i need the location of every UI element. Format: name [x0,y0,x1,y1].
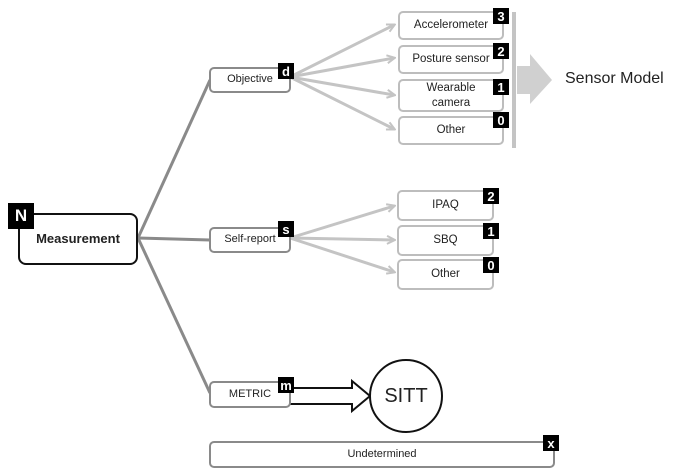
measurement-label: Measurement [36,230,120,246]
arrow-objective-camera [289,75,394,95]
undetermined-label: Undetermined [347,447,417,460]
posture-sensor-node: Posture sensor [398,45,504,74]
wearable-camera-node: Wearable camera [398,79,504,112]
arrow-objective-posture [289,58,394,79]
edge-root-objective [136,79,212,239]
objective-label: Objective [227,73,273,86]
metric-tag: m [278,377,294,393]
sensor-model-label: Sensor Model [565,70,664,87]
self-report-node: Self-report [209,227,291,253]
undetermined-tag: x [543,435,559,451]
edge-root-metric [136,237,212,394]
sbq-node: SBQ [397,225,494,256]
measurement-node: Measurement [18,213,138,265]
sitt-label: SITT [384,384,428,407]
arrow-objective-accelerometer [289,25,394,79]
objective-other-label: Other [436,124,466,137]
objective-node: Objective [209,67,291,93]
self-report-other-score: 0 [483,257,499,273]
accelerometer-node: Accelerometer [398,11,504,40]
accelerometer-score: 3 [493,8,509,24]
self-report-tag: s [278,221,294,237]
undetermined-node: Undetermined [209,441,555,468]
objective-tag: d [278,63,294,79]
sensor-model-arrow [517,54,552,104]
posture-sensor-label: Posture sensor [412,53,490,66]
posture-sensor-score: 2 [493,43,509,59]
measurement-tag: N [8,203,34,229]
ipaq-score: 2 [483,188,499,204]
sbq-label: SBQ [433,234,458,247]
self-report-other-label: Other [431,268,460,281]
metric-node: METRIC [209,381,291,408]
arrow-selfreport-sbq [289,238,394,240]
ipaq-label: IPAQ [432,199,459,212]
arrow-objective-other [289,75,394,129]
metric-label: METRIC [228,387,272,400]
objective-other-score: 0 [493,112,509,128]
sitt-circle: SITT [369,359,443,433]
ipaq-node: IPAQ [397,190,494,221]
wearable-camera-score: 1 [493,79,509,95]
sbq-score: 1 [483,223,499,239]
self-report-other-node: Other [397,259,494,290]
arrow-selfreport-other [289,236,394,272]
arrow-selfreport-ipaq [289,206,394,240]
edge-root-self-report [137,236,211,242]
metric-to-sitt-arrow [289,378,372,414]
accelerometer-label: Accelerometer [413,19,489,32]
wearable-camera-label: Wearable camera [426,82,476,109]
self-report-label: Self-report [224,233,276,246]
objective-other-node: Other [398,116,504,145]
